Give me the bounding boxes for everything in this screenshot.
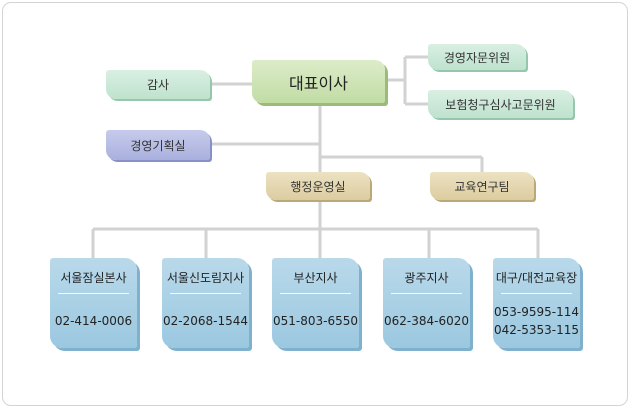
insurance-claim-advisory-label: 보험청구심사고문위원 [445,97,556,112]
research-team-box: 교육연구팀 [430,172,534,200]
branch-phone: 051-803-6550 [272,314,358,328]
branch-phone-secondary: 042-5353-115 [493,323,579,337]
branch-phone: 062-384-6020 [383,314,469,328]
advisory-committee-box: 경영자문위원 [428,44,526,70]
branch-busan: 부산지사 051-803-6550 [272,258,359,348]
audit-box: 감사 [106,70,210,99]
audit-label: 감사 [146,78,170,92]
admin-office-box: 행정운영실 [266,172,370,200]
branch-name: 대구/대전교육장 [495,271,578,285]
planning-office-box: 경영기획실 [106,130,210,160]
branch-gwangju: 광주지사 062-384-6020 [383,258,470,348]
branch-name: 부산지사 [293,271,338,285]
admin-office-label: 행정운영실 [290,179,346,194]
insurance-claim-advisory-box: 보험청구심사고문위원 [428,90,573,118]
branch-name: 서울신도림지사 [166,271,245,285]
branch-phone: 02-414-0006 [54,314,133,328]
branch-divider [280,293,351,294]
branch-name: 서울잠실본사 [60,271,127,285]
branch-daegu-daejeon: 대구/대전교육장 053-9595-114 042-5353-115 [493,258,580,348]
branch-divider [170,293,241,294]
research-team-label: 교육연구팀 [454,179,510,194]
branch-divider [391,293,462,294]
branch-seoul-sindorim: 서울신도림지사 02-2068-1544 [162,258,249,348]
branch-divider [501,293,572,294]
branch-phone: 02-2068-1544 [162,314,248,328]
branch-name: 광주지사 [404,271,449,285]
ceo-label: 대표이사 [289,73,348,93]
planning-office-label: 경영기획실 [130,138,186,153]
branch-phone: 053-9595-114 [493,305,579,319]
branch-divider [58,293,129,294]
advisory-committee-label: 경영자문위원 [443,50,511,65]
branch-seoul-jamsil: 서울잠실본사 02-414-0006 [50,258,137,348]
ceo-box: 대표이사 [252,60,385,103]
